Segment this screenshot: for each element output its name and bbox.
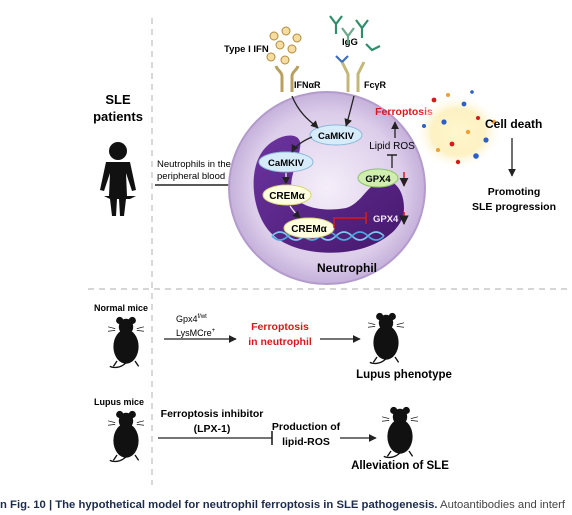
normal-mouse-icon	[108, 316, 144, 369]
promoting-label-line2: SLE progression	[472, 201, 556, 213]
crem-cytoplasm-node	[262, 184, 312, 206]
arrow-label-line2: peripheral blood	[157, 171, 225, 182]
figure-caption: n Fig. 10 | The hypothetical model for n…	[0, 495, 572, 515]
arrow-fcgr-to-camkiv	[344, 95, 355, 127]
arrow-label-line1: Neutrophils in the	[157, 159, 231, 170]
caption-heading: n Fig. 10 | The hypothetical model for n…	[0, 499, 438, 511]
patients-label-line2: patients	[93, 109, 143, 124]
gpx4-inhibition-line	[333, 217, 366, 228]
normal-mice-label: Normal mice	[94, 303, 148, 313]
normal-result-label: Lupus phenotype	[356, 369, 452, 381]
ifnar-label: IFNαR	[294, 80, 321, 90]
crem-cytoplasm-label: CREMα	[269, 191, 305, 202]
normal-genotype-line1: Gpx4f/wt	[176, 314, 207, 324]
lupus-mice-label: Lupus mice	[94, 397, 144, 407]
fcgr-receptor-icon	[335, 55, 366, 92]
lupus-result-label: Alleviation of SLE	[351, 460, 449, 472]
camkiv-membrane-node	[309, 124, 363, 146]
ifnar-receptor-icon	[274, 65, 300, 92]
cell-death-burst	[414, 94, 502, 170]
alleviated-mouse-icon	[382, 406, 418, 459]
cell-death-label: Cell death	[485, 117, 542, 131]
igg-molecules-icon	[329, 15, 381, 52]
fcgr-label: FcγR	[364, 80, 387, 90]
igg-label: IgG	[342, 37, 358, 48]
lupus-effect-line2: lipid-ROS	[282, 436, 330, 448]
camkiv-cytoplasm-node	[258, 151, 314, 173]
normal-effect-line1: Ferroptosis	[251, 321, 309, 333]
lupus-effect-line1: Production of	[272, 421, 341, 433]
promoting-label-line1: Promoting	[488, 186, 541, 198]
caption-text: Autoantibodies and interf	[437, 499, 566, 511]
lupus-treatment-line2: (LPX-1)	[194, 423, 231, 435]
normal-genotype-line2: LysMCre+	[176, 328, 216, 338]
camkiv-membrane-label: CaMKIV	[318, 131, 355, 142]
arrow-camkiv-to-cytoplasm	[291, 136, 313, 153]
arrow-crem-to-nucleus	[289, 205, 301, 219]
lipid-ros-label: Lipid ROS	[369, 141, 415, 152]
gpx4-protein-node	[357, 168, 399, 188]
lupus-phenotype-mouse-icon	[368, 312, 404, 365]
camkiv-cytoplasm-label: CaMKIV	[268, 158, 305, 169]
patients-label-line1: SLE	[105, 92, 131, 107]
patient-figure-icon	[100, 142, 136, 216]
crem-nucleus-label: CREMα	[291, 224, 327, 235]
ifn-molecules-icon	[266, 26, 302, 65]
lupus-mouse-icon	[108, 410, 144, 463]
ferroptosis-label: Ferroptosis	[375, 106, 433, 118]
arrow-ifnar-to-camkiv	[291, 95, 319, 129]
gpx4-protein-label: GPX4	[365, 174, 391, 185]
type-i-ifn-label: Type I IFN	[224, 44, 269, 55]
normal-effect-line2: in neutrophil	[248, 336, 312, 348]
neutrophil-label: Neutrophil	[317, 261, 377, 275]
gpx4-gene-label: GPX4	[373, 214, 399, 225]
cell-death-particles	[422, 90, 497, 165]
lupus-treatment-line1: Ferroptosis inhibitor	[161, 408, 264, 420]
